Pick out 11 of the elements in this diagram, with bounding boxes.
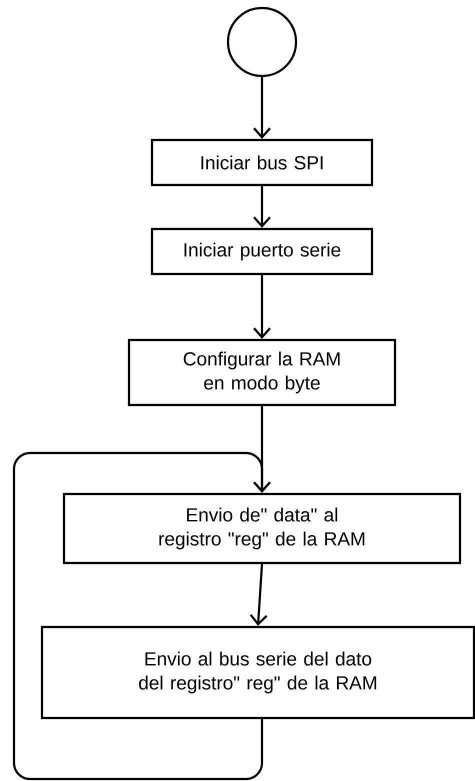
- arrow: [253, 186, 271, 228]
- arrow: [250, 564, 268, 626]
- process-box: Iniciar bus SPI: [150, 138, 374, 186]
- arrow: [253, 77, 271, 139]
- process-box: Configurar la RAM en modo byte: [128, 338, 396, 406]
- process-box: Envio de" data" al registro "reg" de la RAM: [62, 492, 462, 564]
- loop-arrow: [12, 452, 271, 780]
- start-circle: [226, 6, 298, 78]
- arrow: [253, 275, 271, 339]
- process-box: Iniciar puerto serie: [150, 228, 374, 276]
- process-box: Envio al bus serie del dato del registro" reg" de la RAM: [40, 626, 475, 720]
